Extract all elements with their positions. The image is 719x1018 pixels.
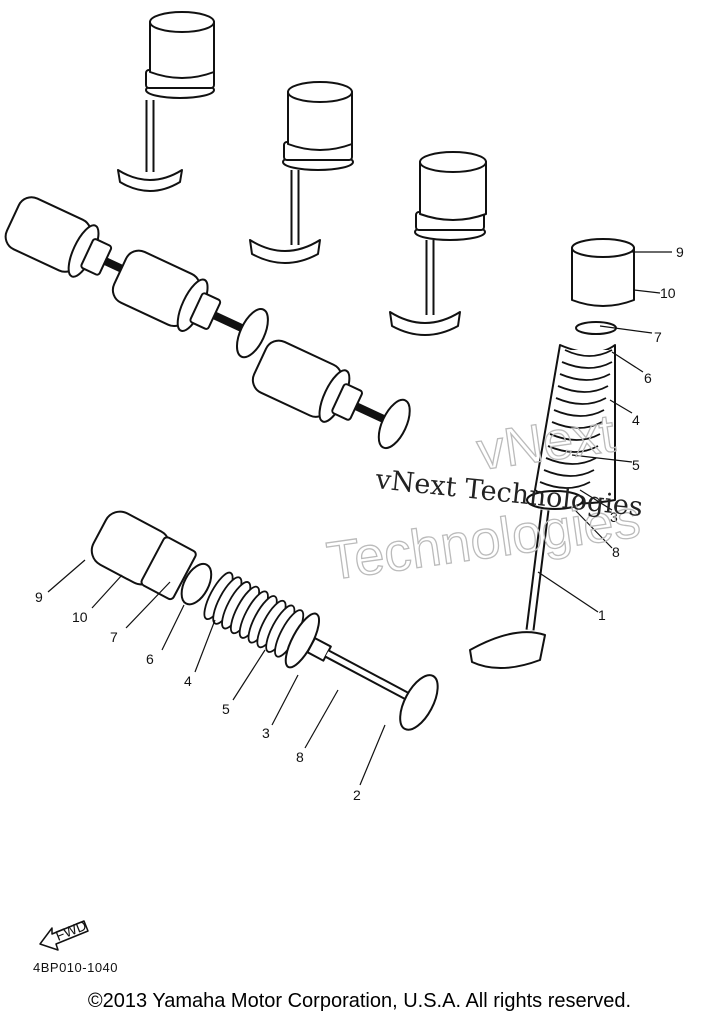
exploded-valve-right — [469, 238, 635, 670]
intake-valve-assembly-3 — [389, 151, 487, 336]
exhaust-valve-assembly-left-3 — [251, 339, 411, 450]
callout-left-6: 6 — [146, 651, 154, 667]
callout-right-3: 3 — [610, 509, 618, 525]
callout-left-10: 10 — [72, 609, 88, 625]
fwd-arrow-icon — [39, 920, 89, 951]
copyright-notice: ©2013 Yamaha Motor Corporation, U.S.A. A… — [87, 990, 632, 1012]
callouts-right: 9 10 7 6 4 5 3 8 1 — [598, 244, 684, 623]
callout-right-1: 1 — [598, 607, 606, 623]
callout-right-7: 7 — [654, 329, 662, 345]
callout-left-2: 2 — [353, 787, 361, 803]
callout-right-8: 8 — [612, 544, 620, 560]
fwd-label: FWD — [53, 917, 89, 944]
callout-right-5: 5 — [632, 457, 640, 473]
intake-valve-assembly-1 — [117, 11, 215, 192]
exploded-valve-left — [90, 510, 439, 731]
callout-left-5: 5 — [222, 701, 230, 717]
callout-right-9: 9 — [676, 244, 684, 260]
callout-right-4: 4 — [632, 412, 640, 428]
callout-right-10: 10 — [660, 285, 676, 301]
callout-right-6: 6 — [644, 370, 652, 386]
callout-left-3: 3 — [262, 725, 270, 741]
valve-train-diagram: FWD 9 10 7 6 4 5 3 8 1 9 10 7 6 4 5 3 8 … — [4, 11, 684, 951]
callout-left-8: 8 — [296, 749, 304, 765]
intake-valve-assembly-2 — [249, 81, 354, 264]
exhaust-valve-assembly-left-2 — [111, 249, 269, 359]
diagram-reference-code: 4BP010-1040 — [33, 960, 119, 975]
callout-left-9: 9 — [35, 589, 43, 605]
exhaust-valve-assembly-left-1 — [4, 196, 144, 282]
callouts-left: 9 10 7 6 4 5 3 8 2 — [35, 589, 361, 803]
callout-left-7: 7 — [110, 629, 118, 645]
callout-left-4: 4 — [184, 673, 192, 689]
